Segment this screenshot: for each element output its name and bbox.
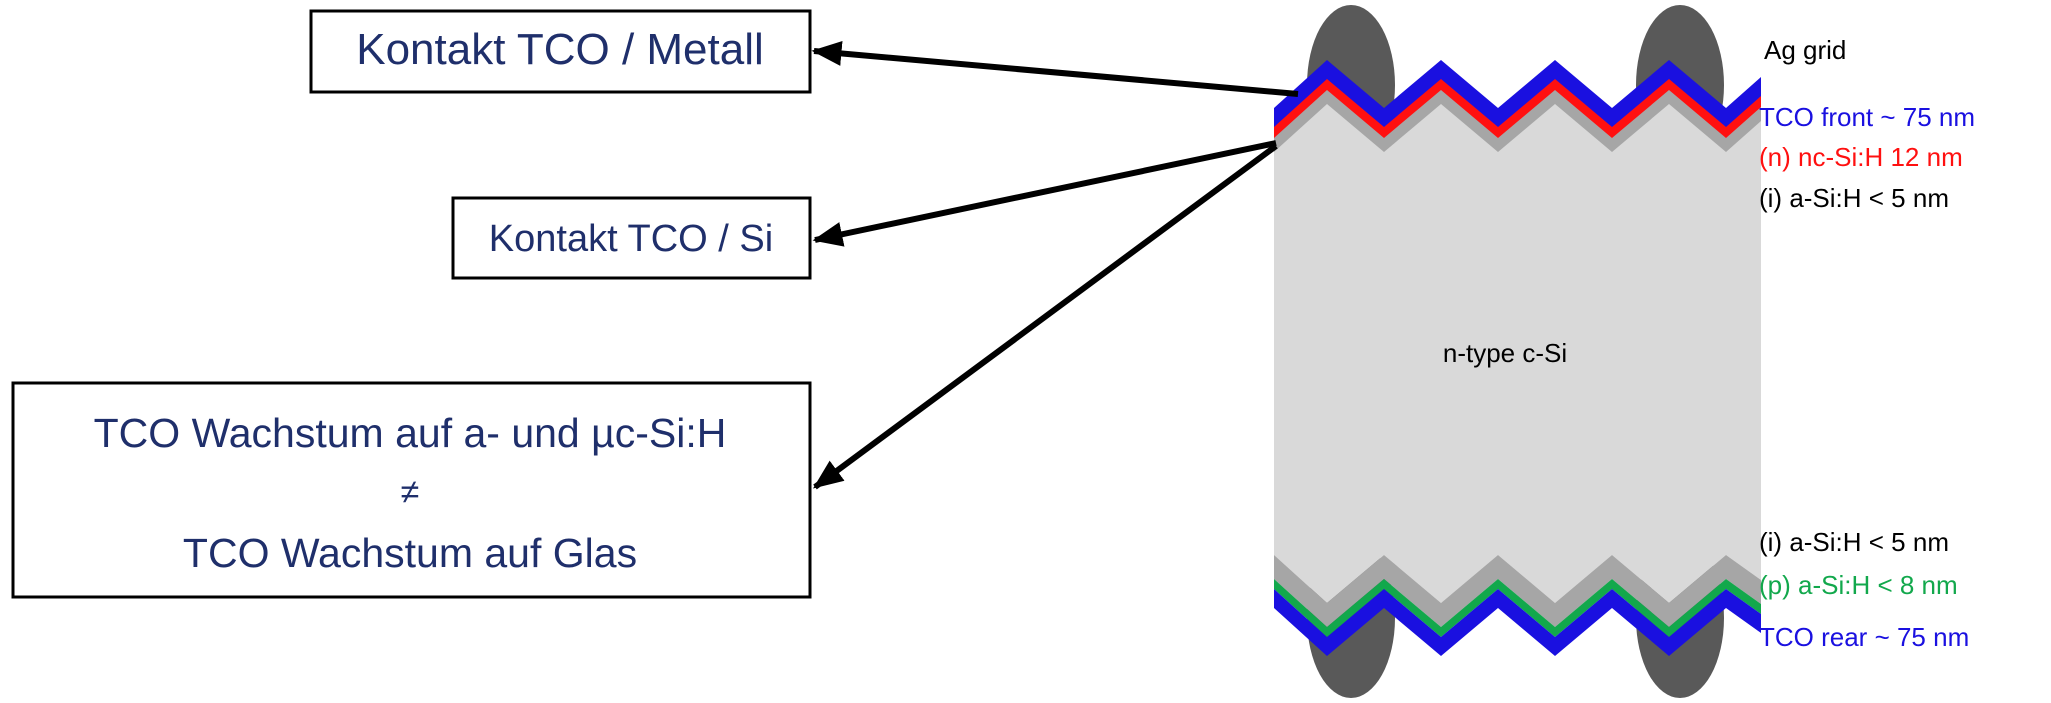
label-i-layer-front: (i) a-Si:H < 5 nm	[1759, 183, 1949, 213]
tco-rear-layer	[1274, 589, 1761, 656]
box-contact-tco-metal: Kontakt TCO / Metall	[309, 9, 812, 94]
label-ag-grid: Ag grid	[1764, 35, 1846, 65]
i-layer-rear	[1274, 555, 1761, 627]
label-tco-front: TCO front ~ 75 nm	[1759, 102, 1975, 132]
core-label: n-type c-Si	[1443, 338, 1567, 368]
box-tco-growth: TCO Wachstum auf a- und µc-Si:H ≠ TCO Wa…	[11, 381, 812, 599]
arrow-to-metal-contact	[811, 40, 1299, 97]
c-si-bulk	[1274, 104, 1761, 603]
arrow-to-si-contact	[812, 140, 1277, 247]
label-n-layer: (n) nc-Si:H 12 nm	[1759, 142, 1963, 172]
label-tco-rear: TCO rear ~ 75 nm	[1759, 622, 1969, 652]
label-p-layer: (p) a-Si:H < 8 nm	[1759, 570, 1958, 600]
box-tco-growth-line3: TCO Wachstum auf Glas	[183, 530, 637, 576]
box-tco-growth-line1: TCO Wachstum auf a- und µc-Si:H	[94, 410, 727, 456]
box-contact-tco-metal-label: Kontakt TCO / Metall	[356, 25, 764, 74]
box-tco-growth-line2: ≠	[401, 473, 420, 511]
box-contact-tco-si: Kontakt TCO / Si	[451, 196, 812, 280]
label-i-layer-rear: (i) a-Si:H < 5 nm	[1759, 527, 1949, 557]
box-contact-tco-si-label: Kontakt TCO / Si	[489, 218, 773, 260]
arrow-to-growth	[812, 143, 1278, 490]
p-layer-rear	[1274, 579, 1761, 637]
solar-cell-cross-section: n-type c-Si	[1274, 5, 1761, 698]
